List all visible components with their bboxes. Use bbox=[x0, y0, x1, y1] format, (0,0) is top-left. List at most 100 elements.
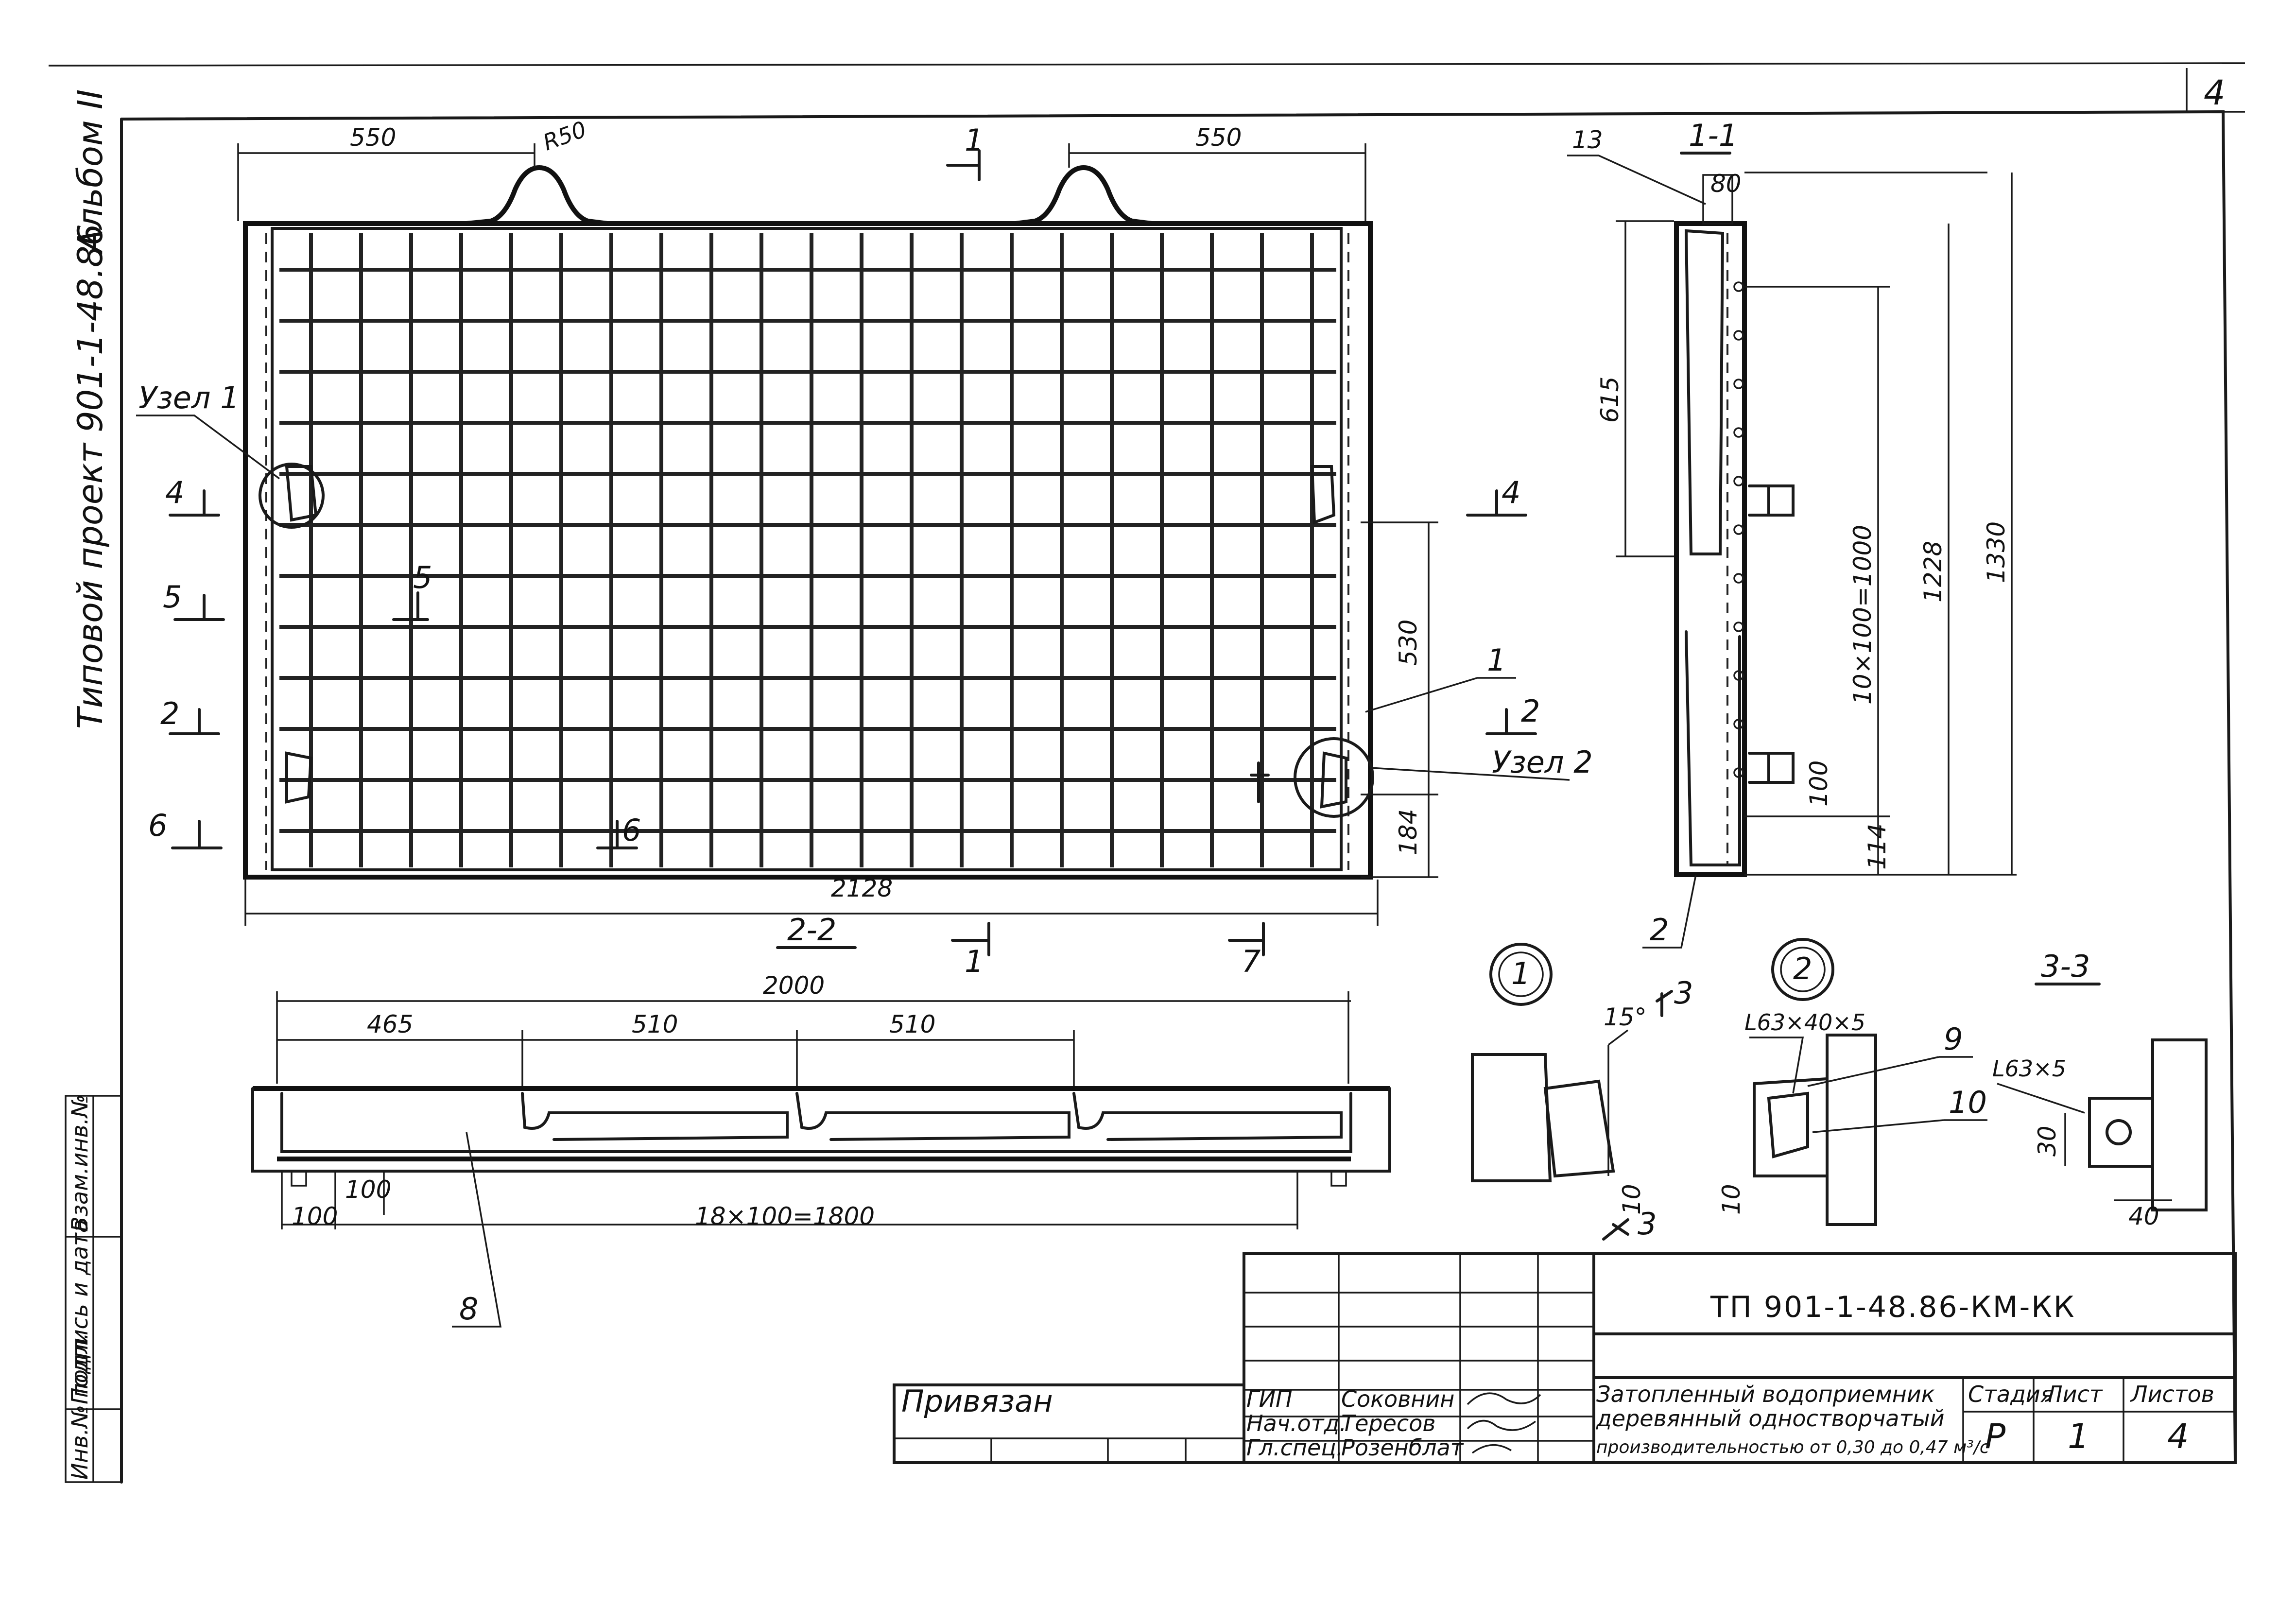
project-label: Типовой проект 901-1-48.86 bbox=[70, 224, 110, 729]
signature-2 bbox=[1471, 1444, 1512, 1454]
mark-6-inner: 6 bbox=[622, 812, 641, 848]
grate-vertical-bars bbox=[309, 233, 1314, 867]
value-sheet: 1 bbox=[2068, 1417, 2089, 1456]
mark-2-right: 2 bbox=[1521, 693, 1540, 729]
detail-node2-profile: L63×40×5 bbox=[1744, 1009, 1865, 1036]
role-0: ГИП bbox=[1246, 1386, 1293, 1412]
lifting-loop-right bbox=[1015, 165, 1152, 226]
bolt-mark bbox=[1733, 622, 1744, 632]
section-3-3-title: 3-3 bbox=[2041, 949, 2090, 984]
dim-100-b: 100 bbox=[345, 1175, 391, 1204]
dim-184: 184 bbox=[1394, 809, 1422, 855]
bolt-mark bbox=[1733, 476, 1744, 486]
top-border-line bbox=[48, 62, 2245, 67]
name-0: Соковнин bbox=[1341, 1386, 1454, 1412]
value-stage: Р bbox=[1985, 1417, 2006, 1456]
node-labels: Узел 1 Узел 2 1 bbox=[136, 380, 1593, 781]
grate-outer-frame bbox=[243, 221, 1373, 880]
dim-2000: 2000 bbox=[763, 971, 825, 1000]
dim-1228: 1228 bbox=[1919, 541, 1947, 603]
section-1-1: 1-1 13 80 615 10×100=1000 1228 1330 100 … bbox=[1567, 118, 2017, 949]
role-2: Гл.спец. bbox=[1246, 1434, 1343, 1461]
mark-6-left: 6 bbox=[148, 808, 167, 843]
detail-item-9: 9 bbox=[1944, 1021, 1963, 1057]
dim-1800: 18×100=1800 bbox=[695, 1202, 875, 1230]
stamp-inventory: Инв.№ подл. bbox=[67, 1332, 93, 1480]
desc-line-1: Затопленный водоприемник bbox=[1596, 1381, 1935, 1407]
bolt-mark bbox=[1733, 719, 1744, 729]
name-2: Розенблат bbox=[1341, 1434, 1464, 1461]
mark-7: 7 bbox=[1242, 944, 1260, 979]
channel-outline bbox=[251, 1087, 1391, 1173]
bolt-mark bbox=[1733, 330, 1744, 341]
dim-1330: 1330 bbox=[1982, 521, 2010, 583]
bracket-right bbox=[1310, 465, 1336, 525]
bolt-mark bbox=[1733, 670, 1744, 681]
dim-30: 30 bbox=[2033, 1125, 2061, 1157]
bracket-node2 bbox=[1320, 751, 1347, 809]
item-1-label: 1 bbox=[1487, 642, 1506, 678]
sheet-number: 4 bbox=[2204, 73, 2226, 113]
mark-5-left: 5 bbox=[163, 579, 182, 615]
radius-label: R50 bbox=[539, 116, 590, 156]
detail-node1-angle: 15° bbox=[1604, 1003, 1647, 1031]
header-stage: Стадия bbox=[1968, 1381, 2054, 1407]
sheet-frame bbox=[120, 110, 2237, 1464]
dim-114: 114 bbox=[1863, 824, 1891, 870]
detail-node1-number: 1 bbox=[1511, 956, 1530, 991]
mark-4-right: 4 bbox=[1502, 475, 1520, 510]
grate-plan bbox=[243, 165, 1374, 880]
section-1-1-title: 1-1 bbox=[1689, 118, 1738, 153]
tied-label: Привязан bbox=[901, 1383, 1053, 1419]
section-1-1-bolts bbox=[1733, 281, 1744, 778]
mark-4-left: 4 bbox=[165, 475, 184, 510]
bolt-mark bbox=[1733, 281, 1744, 292]
album-label: Альбом II bbox=[70, 89, 110, 255]
detail-node1-cut-top: 3 bbox=[1674, 975, 1693, 1011]
role-1: Нач.отд. bbox=[1246, 1410, 1347, 1436]
detail-section-3-3: 3-3 L63×5 30 40 bbox=[1992, 949, 2208, 1230]
mark-1-bottom: 1 bbox=[965, 944, 984, 979]
dim-510-a: 510 bbox=[632, 1010, 678, 1038]
item-2-label: 2 bbox=[1650, 912, 1669, 948]
mark-2-left: 2 bbox=[160, 696, 179, 731]
section-3-3-profile: L63×5 bbox=[1992, 1055, 2066, 1082]
stamp-signature: Подпись и дата bbox=[67, 1219, 93, 1404]
header-sheet: Лист bbox=[2045, 1381, 2103, 1407]
node1-circle bbox=[259, 463, 325, 529]
bolt-mark bbox=[1733, 767, 1744, 778]
dim-530: 530 bbox=[1394, 620, 1422, 666]
bolt-mark bbox=[1733, 524, 1744, 535]
dim-510-b: 510 bbox=[889, 1010, 935, 1038]
drawing-code: ТП 901-1-48.86-КМ-КК bbox=[1710, 1290, 2075, 1324]
bolt-mark bbox=[1733, 427, 1744, 438]
detail-node1: 1 15° 3 3 10 bbox=[1471, 943, 1693, 1242]
dim-100-a: 100 bbox=[292, 1202, 338, 1230]
section-2-2-title: 2-2 bbox=[787, 912, 836, 948]
bracket-left-bottom bbox=[285, 751, 313, 804]
detail-node2-dim: 10 bbox=[1717, 1184, 1745, 1215]
stamp-replace: Взам.инв.№ bbox=[67, 1094, 93, 1232]
detail-node2-number: 2 bbox=[1793, 951, 1812, 986]
dim-100-s: 100 bbox=[1805, 760, 1833, 807]
detail-item-10: 10 bbox=[1949, 1085, 1987, 1120]
dim-615: 615 bbox=[1596, 377, 1624, 423]
detail-node1-dim: 10 bbox=[1618, 1184, 1646, 1215]
node1-label: Узел 1 bbox=[138, 380, 240, 415]
node2-label: Узел 2 bbox=[1492, 744, 1593, 780]
margin-stamp: Взам.инв.№ Подпись и дата Инв.№ подл. bbox=[65, 1094, 122, 1483]
signature-0 bbox=[1467, 1392, 1541, 1405]
signature-1 bbox=[1467, 1419, 1536, 1431]
dim-550-right: 550 bbox=[1195, 123, 1242, 152]
item-8-label: 8 bbox=[459, 1291, 478, 1327]
section-marks: 1 4 4 5 5 2 2 6 6 1 7 bbox=[148, 122, 1540, 979]
mark-1-top: 1 bbox=[965, 122, 984, 158]
section-2-2: 2-2 2000 465 510 510 100 100 18×100=1800… bbox=[251, 912, 1391, 1328]
name-1: Тересов bbox=[1341, 1410, 1435, 1436]
node2-circle bbox=[1294, 737, 1374, 818]
dim-465: 465 bbox=[367, 1010, 413, 1038]
desc-line-2: деревянный одностворчатый bbox=[1596, 1405, 1944, 1432]
title-block: ТП 901-1-48.86-КМ-КК Стадия Лист Листов … bbox=[893, 1252, 2237, 1464]
